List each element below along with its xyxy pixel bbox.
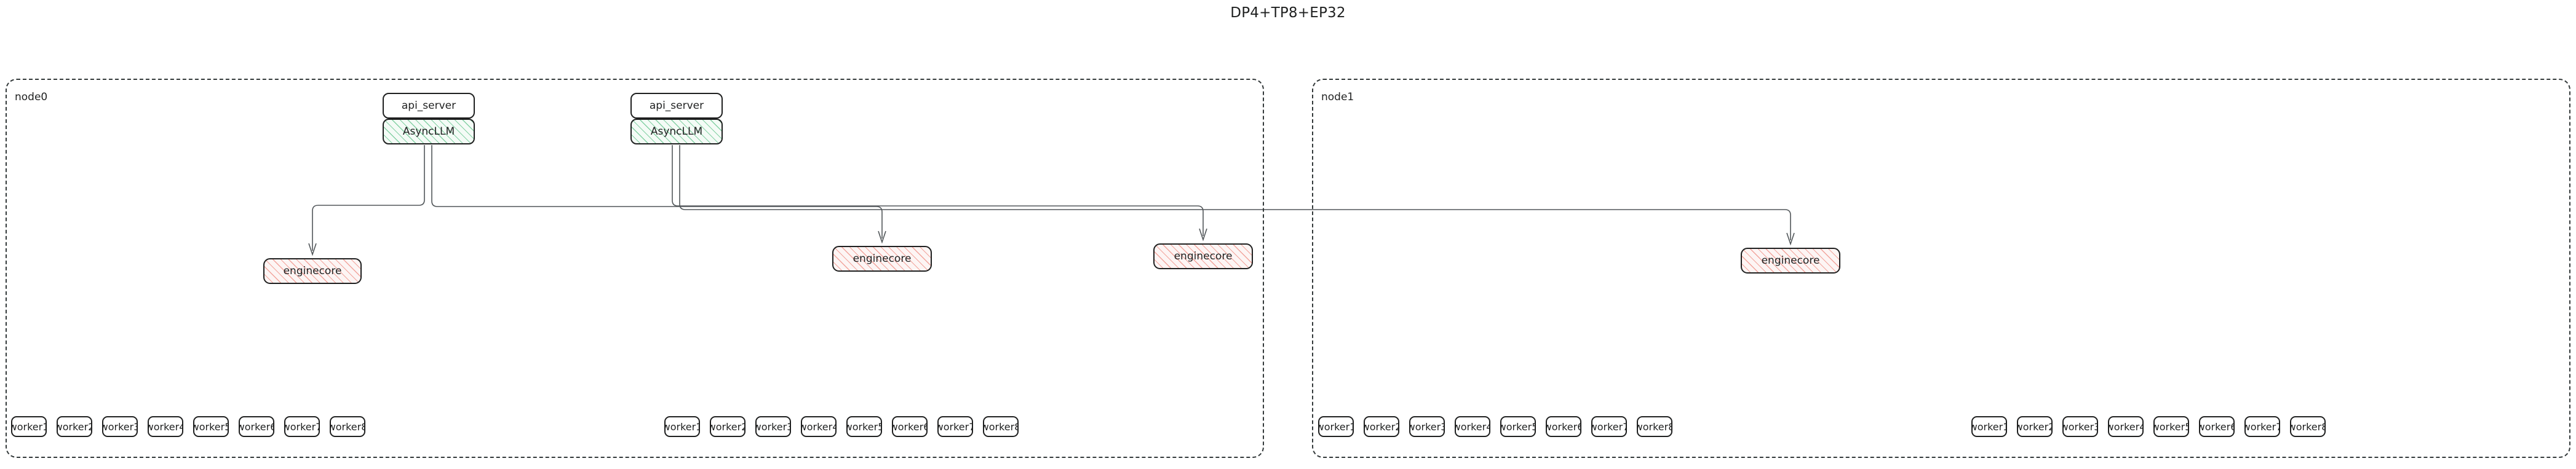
worker-box[interactable]: worker3 [755, 416, 791, 437]
cluster-label-node0: node0 [15, 91, 48, 103]
worker-box[interactable]: worker1 [1318, 416, 1354, 437]
worker-box[interactable]: worker4 [801, 416, 837, 437]
asyncllm-box[interactable]: AsyncLLM [630, 119, 723, 144]
worker-box[interactable]: worker4 [2108, 416, 2144, 437]
worker-box[interactable]: worker1 [11, 416, 47, 437]
enginecore-box[interactable]: enginecore [1153, 243, 1253, 269]
worker-box[interactable]: worker7 [937, 416, 973, 437]
worker-box[interactable]: worker3 [2062, 416, 2098, 437]
worker-box[interactable]: worker5 [193, 416, 229, 437]
worker-box[interactable]: worker8 [2290, 416, 2326, 437]
worker-box[interactable]: worker8 [983, 416, 1019, 437]
page-title: DP4+TP8+EP32 [1230, 5, 1346, 21]
worker-box[interactable]: worker3 [1409, 416, 1445, 437]
worker-box[interactable]: worker8 [330, 416, 365, 437]
worker-box[interactable]: worker7 [2244, 416, 2280, 437]
worker-box[interactable]: worker6 [1546, 416, 1581, 437]
worker-box[interactable]: worker8 [1637, 416, 1672, 437]
worker-box[interactable]: worker5 [1500, 416, 1536, 437]
worker-box[interactable]: worker7 [284, 416, 320, 437]
worker-box[interactable]: worker5 [846, 416, 882, 437]
worker-box[interactable]: worker2 [2017, 416, 2053, 437]
worker-box[interactable]: worker1 [664, 416, 700, 437]
api-server-box[interactable]: api_server [383, 93, 475, 119]
worker-box[interactable]: worker6 [892, 416, 928, 437]
worker-box[interactable]: worker5 [2153, 416, 2189, 437]
enginecore-box[interactable]: enginecore [832, 246, 932, 272]
worker-box[interactable]: worker2 [1364, 416, 1399, 437]
worker-box[interactable]: worker1 [1971, 416, 2007, 437]
worker-box[interactable]: worker6 [2199, 416, 2235, 437]
worker-box[interactable]: worker7 [1591, 416, 1627, 437]
worker-box[interactable]: worker2 [57, 416, 92, 437]
enginecore-box[interactable]: enginecore [1741, 248, 1840, 274]
api-server-box[interactable]: api_server [630, 93, 723, 119]
worker-box[interactable]: worker3 [102, 416, 138, 437]
asyncllm-box[interactable]: AsyncLLM [383, 119, 475, 144]
node-cluster-node1 [1312, 79, 2570, 458]
node-cluster-node0 [6, 79, 1264, 458]
worker-box[interactable]: worker6 [239, 416, 274, 437]
cluster-label-node1: node1 [1321, 91, 1354, 103]
worker-box[interactable]: worker4 [1455, 416, 1490, 437]
worker-box[interactable]: worker4 [148, 416, 183, 437]
enginecore-box[interactable]: enginecore [263, 258, 362, 284]
worker-box[interactable]: worker2 [710, 416, 745, 437]
